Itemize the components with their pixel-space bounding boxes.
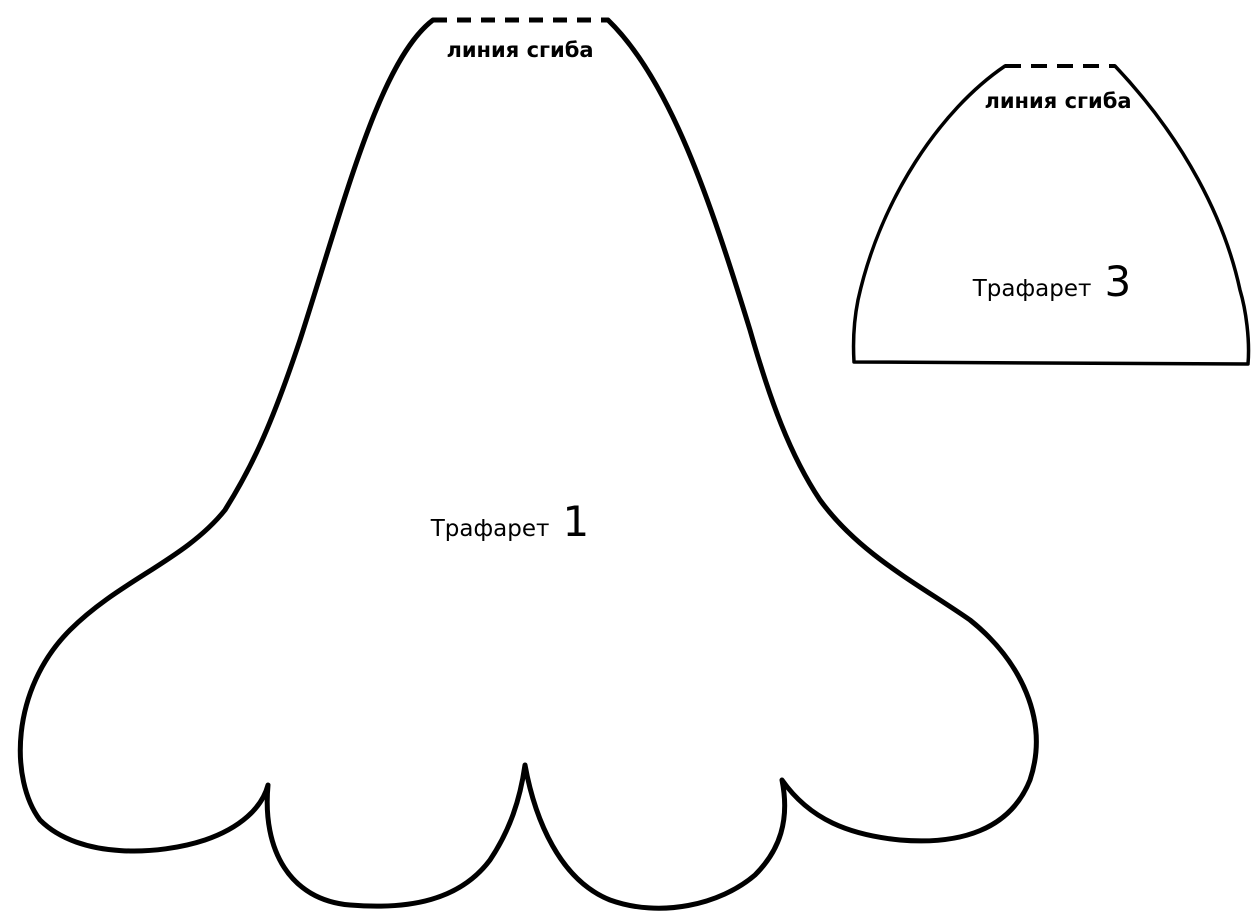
stencil-1-title-word: Трафарет (430, 516, 550, 542)
stencil-1-title-number: 1 (563, 497, 590, 546)
stencil-1-fold-label: линия сгиба (446, 38, 593, 62)
stencil-1-outline (17, 17, 1039, 911)
stencil-3-title-word: Трафарет (972, 276, 1092, 302)
stencil-3-title: Трафарет 3 (972, 257, 1131, 306)
stencil-1: линия сгиба Трафарет 1 (17, 17, 1039, 911)
stencil-3-fold-label: линия сгиба (984, 89, 1131, 113)
stencil-3-title-number: 3 (1105, 257, 1132, 306)
stencil-3: линия сгиба Трафарет 3 (851, 64, 1251, 366)
stencil-3-outline (851, 64, 1251, 366)
stencil-1-title: Трафарет 1 (430, 497, 589, 546)
